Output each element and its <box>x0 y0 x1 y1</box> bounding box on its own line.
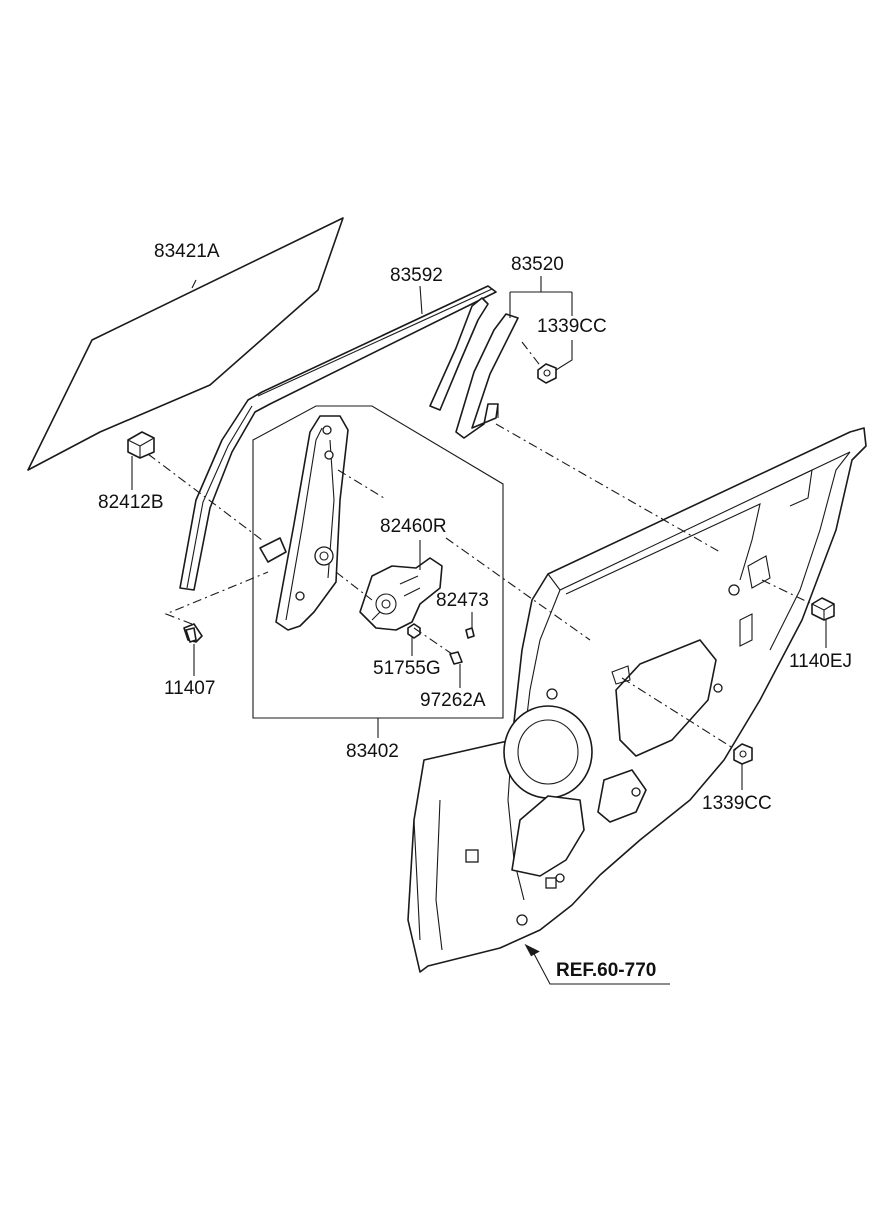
nut-top-shape <box>537 363 557 384</box>
pin-shape <box>465 627 475 639</box>
glass-holder-shape <box>127 431 155 459</box>
door-panel-shape <box>407 427 867 973</box>
label-nut-top: 1339CC <box>537 316 607 337</box>
grommet-shape <box>407 623 421 639</box>
delta-sash-shape <box>455 313 519 439</box>
label-delta-sash: 83520 <box>511 254 564 275</box>
regulator-assy-box <box>252 405 504 719</box>
nut-bottom-shape <box>733 743 753 765</box>
reference-arrow <box>524 943 670 985</box>
label-run-channel: 83592 <box>390 265 443 286</box>
label-screw: 97262A <box>420 690 486 711</box>
motor-shape <box>359 557 443 631</box>
label-reference: REF.60-770 <box>556 960 656 981</box>
regulator-rail-shape <box>259 415 349 631</box>
label-regulator-assy: 83402 <box>346 741 399 762</box>
label-glass-holder: 82412B <box>98 492 164 513</box>
label-motor: 82460R <box>380 516 447 537</box>
label-pin: 82473 <box>436 590 489 611</box>
label-grommet: 51755G <box>373 658 441 679</box>
glass-run-channel-shape <box>179 285 497 591</box>
assembly-dashed-lines <box>147 341 813 751</box>
leader-lines <box>131 276 827 790</box>
label-bolt-right: 1140EJ <box>789 651 852 672</box>
label-glass: 83421A <box>154 241 220 262</box>
bolt-left-shape <box>183 623 203 643</box>
screw-shape <box>449 651 463 665</box>
bolt-right-shape <box>811 597 835 621</box>
label-nut-bottom: 1339CC <box>702 793 772 814</box>
door-glass-shape <box>27 217 344 471</box>
label-bolt-left: 11407 <box>164 678 215 699</box>
